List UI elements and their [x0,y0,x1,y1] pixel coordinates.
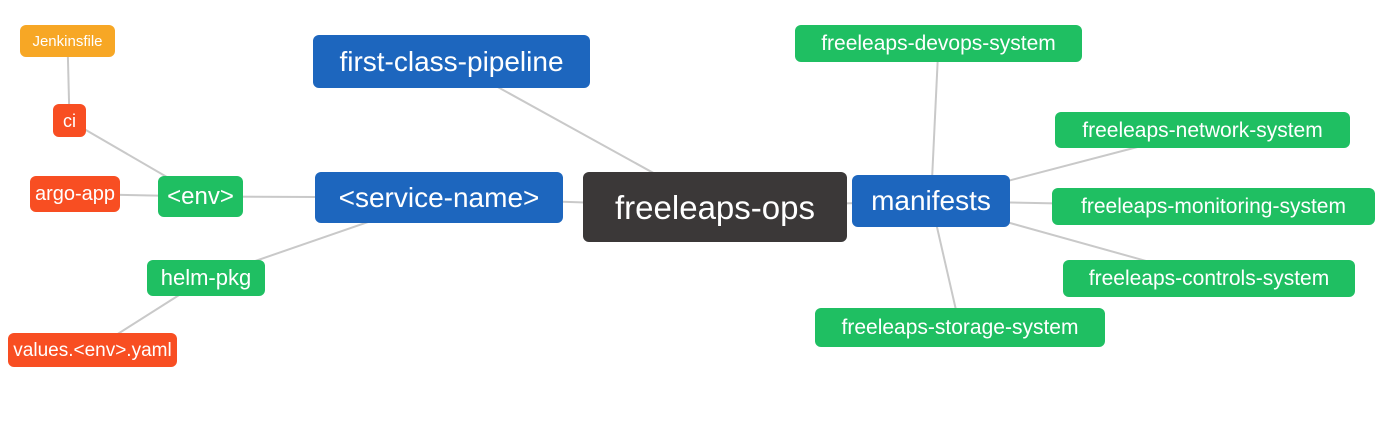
node-service-name[interactable]: <service-name> [315,172,563,223]
node-devops-system[interactable]: freeleaps-devops-system [795,25,1082,62]
node-network-system[interactable]: freeleaps-network-system [1055,112,1350,148]
node-controls-system[interactable]: freeleaps-controls-system [1063,260,1355,297]
node-argo-app[interactable]: argo-app [30,176,120,212]
node-first-class-pipeline[interactable]: first-class-pipeline [313,35,590,88]
node-env[interactable]: <env> [158,176,243,217]
node-ci[interactable]: ci [53,104,86,137]
edge-manifests-devops-system [930,43,940,202]
node-helm-pkg[interactable]: helm-pkg [147,260,265,296]
node-values-env-yaml[interactable]: values.<env>.yaml [8,333,177,367]
node-monitoring-system[interactable]: freeleaps-monitoring-system [1052,188,1375,225]
node-jenkinsfile[interactable]: Jenkinsfile [20,25,115,57]
node-storage-system[interactable]: freeleaps-storage-system [815,308,1105,347]
node-manifests[interactable]: manifests [852,175,1010,227]
node-freeleaps-ops[interactable]: freeleaps-ops [583,172,847,242]
